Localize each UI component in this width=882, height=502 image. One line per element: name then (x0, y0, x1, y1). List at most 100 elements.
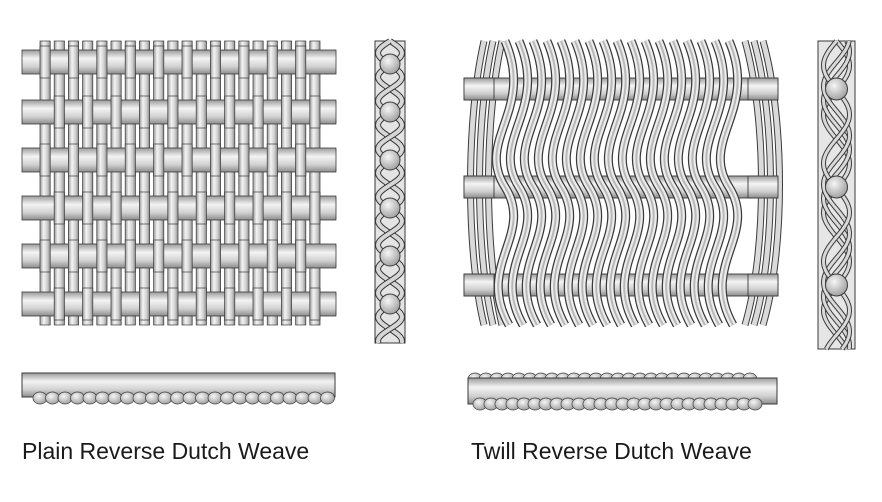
warp-overlap (153, 239, 165, 273)
warp-cross-section-lower (157, 391, 173, 405)
warp-overlap (309, 95, 321, 129)
warp-cross-section-lower (132, 391, 148, 405)
warp-wire (309, 40, 321, 326)
warp-overlap (266, 45, 278, 79)
warp-overlap (252, 191, 264, 225)
warp-overlap (68, 239, 79, 273)
warp-overlap (295, 143, 307, 177)
warp-overlap (266, 239, 278, 273)
warp-overlap (39, 239, 51, 273)
twill-wire-shade (621, 40, 641, 326)
warp-overlap (139, 287, 150, 321)
side-wire-fill-2 (821, 40, 852, 350)
twill-wire-shade (537, 40, 557, 326)
warp-overlap (210, 143, 221, 177)
warp-wire (195, 40, 207, 326)
warp-wire (53, 40, 65, 326)
warp-overlap (53, 191, 65, 225)
twill-weave-caption: Twill Reverse Dutch Weave (471, 438, 752, 464)
warp-overlap (167, 287, 179, 321)
warp-overlap (82, 287, 94, 321)
weft-wire-end-right (747, 77, 779, 101)
warp-overlap (181, 45, 193, 79)
warp-overlap (281, 95, 292, 129)
warp-overlap (181, 239, 193, 273)
twill-weave-bottom-view (467, 372, 778, 411)
warp-overlap (238, 143, 250, 177)
twill-weave-front-view (463, 39, 783, 328)
twill-wire-shade (705, 40, 725, 326)
twill-wire-shade (649, 40, 669, 326)
warp-cross-section-lower (320, 391, 335, 405)
warp-overlap (252, 287, 264, 321)
weft-wire-end-left (463, 77, 495, 101)
warp-cross-section-lower (120, 391, 135, 405)
warp-wire (82, 40, 94, 326)
warp-overlap (195, 95, 207, 129)
twill-wire-shade (495, 40, 515, 326)
weft-cross-section (379, 245, 401, 267)
twill-wire-shade (565, 40, 585, 326)
warp-wire (96, 40, 108, 326)
twill-wire-shade (635, 40, 655, 326)
weft-cross-section (379, 53, 401, 75)
warp-overlap (181, 143, 193, 177)
warp-overlap (252, 95, 264, 129)
twill-wire-shade (509, 40, 529, 326)
warp-overlap (309, 191, 321, 225)
warp-wire (224, 40, 236, 326)
warp-overlap (195, 287, 207, 321)
warp-overlap (266, 143, 278, 177)
twill-wire-shade (677, 40, 697, 326)
warp-overlap (167, 95, 179, 129)
twill-weave-side-view (817, 39, 856, 351)
warp-overlap (210, 45, 221, 79)
warp-cross-section-lower (70, 391, 85, 405)
weft-cross-section (825, 77, 848, 101)
twill-wire-shade (691, 40, 711, 326)
weft-cross-section (825, 273, 848, 297)
plain-weave-caption: Plain Reverse Dutch Weave (22, 438, 310, 464)
plain-weave-bottom-view (21, 372, 336, 405)
warp-overlap (68, 45, 79, 79)
warp-wire (281, 40, 292, 326)
warp-wire (39, 40, 51, 326)
warp-overlap (124, 143, 136, 177)
weft-wire-end-right (747, 273, 779, 297)
warp-cross-section-lower (57, 391, 73, 405)
twill-wire-shade (523, 40, 543, 326)
warp-wire (153, 40, 165, 326)
warp-overlap (224, 287, 236, 321)
plain-weave-front-view (21, 40, 337, 326)
warp-overlap (82, 191, 94, 225)
warp-cross-section-lower (170, 391, 185, 405)
warp-cross-section-lower (95, 391, 110, 405)
weft-wire-end-left (463, 273, 495, 297)
twill-wire-shade (719, 40, 739, 326)
warp-overlap (167, 191, 179, 225)
plain-weave-side-view (374, 38, 406, 344)
warp-wire (266, 40, 278, 326)
warp-overlap (139, 95, 150, 129)
warp-overlap (281, 287, 292, 321)
warp-overlap (309, 287, 321, 321)
warp-wire (124, 40, 136, 326)
warp-overlap (39, 45, 51, 79)
warp-overlap (210, 239, 221, 273)
weft-wire-end-left (463, 175, 495, 199)
warp-overlap (110, 287, 122, 321)
warp-overlap (295, 45, 307, 79)
warp-cross-section-lower (245, 391, 260, 405)
warp-cross-section-lower (220, 391, 235, 405)
side-wire-a-fill (375, 39, 405, 344)
weft-cross-section (379, 293, 401, 315)
warp-wire (68, 40, 79, 326)
warp-cross-section-lower (270, 391, 285, 405)
warp-wire (110, 40, 122, 326)
warp-overlap (110, 191, 122, 225)
weft-cross-section (379, 197, 401, 219)
warp-overlap (96, 45, 108, 79)
warp-overlap (238, 45, 250, 79)
warp-cross-section-lower (747, 397, 763, 411)
